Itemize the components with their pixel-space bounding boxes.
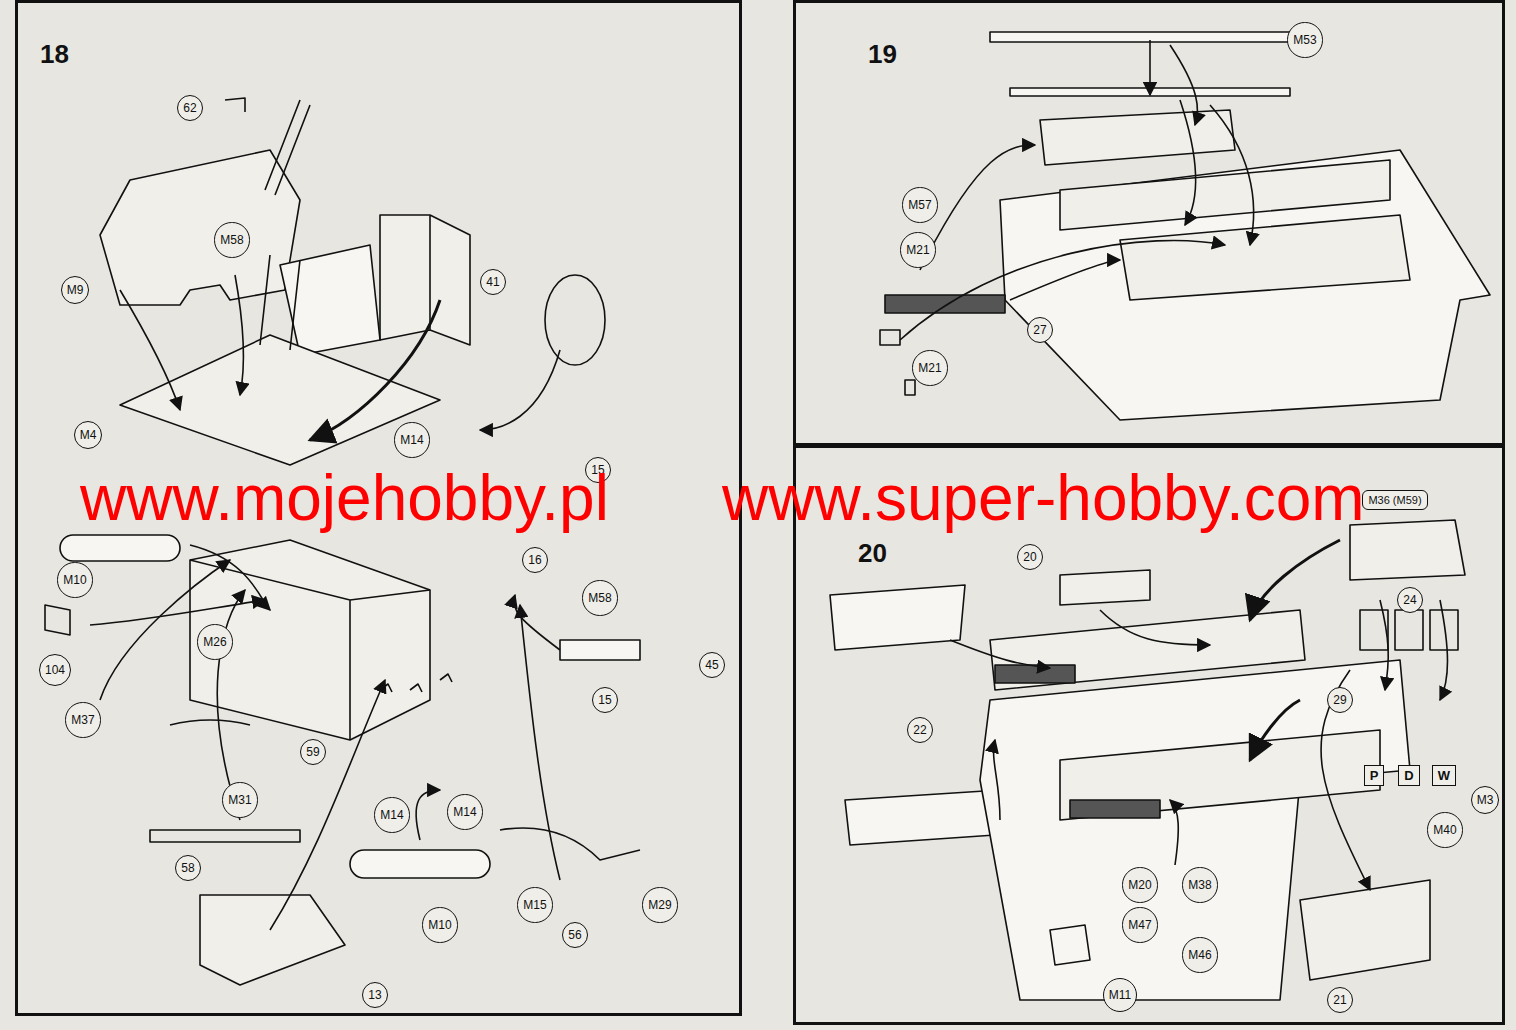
callout-number: M11 bbox=[1103, 978, 1137, 1012]
callout-number: M21 bbox=[900, 232, 935, 267]
step-number: 18 bbox=[40, 39, 69, 70]
callout-number: 15 bbox=[592, 687, 618, 713]
callout-number: M26 bbox=[197, 624, 232, 659]
decal-letter: P bbox=[1364, 765, 1385, 786]
step-number: 20 bbox=[858, 538, 887, 569]
callout-number: 62 bbox=[177, 95, 203, 121]
callout-number: M58 bbox=[214, 222, 249, 257]
callout-number: M47 bbox=[1122, 907, 1157, 942]
callout-number: M31 bbox=[222, 782, 257, 817]
callout-number: M3 bbox=[1471, 786, 1500, 815]
callout-number: M53 bbox=[1287, 22, 1322, 57]
callout-number: M38 bbox=[1182, 867, 1217, 902]
callout-number: 13 bbox=[362, 982, 388, 1008]
decal-letter: W bbox=[1432, 765, 1456, 786]
callout-number: 29 bbox=[1327, 687, 1353, 713]
callout-number: 21 bbox=[1327, 987, 1353, 1013]
callout-number: 16 bbox=[522, 547, 548, 573]
callout-number: M46 bbox=[1182, 937, 1217, 972]
callout-number: 24 bbox=[1397, 587, 1423, 613]
callout-number: 58 bbox=[175, 855, 201, 881]
callout-number: M40 bbox=[1427, 812, 1462, 847]
callout-number: 27 bbox=[1027, 317, 1053, 343]
callout-number: M57 bbox=[902, 187, 937, 222]
step-number: 19 bbox=[868, 39, 897, 70]
callout-number: M10 bbox=[422, 907, 457, 942]
step-panel: 19 bbox=[793, 0, 1505, 446]
callout-number: 56 bbox=[562, 922, 588, 948]
callout-number: M29 bbox=[642, 887, 677, 922]
callout-number: M14 bbox=[394, 422, 429, 457]
callout-number: 45 bbox=[699, 652, 725, 678]
watermark: www.mojehobby.pl bbox=[80, 466, 609, 530]
callout-number: 104 bbox=[39, 654, 71, 686]
callout-number: M37 bbox=[65, 702, 100, 737]
callout-number: M14 bbox=[447, 794, 482, 829]
callout-number: 41 bbox=[480, 269, 506, 295]
callout-number: M21 bbox=[912, 350, 947, 385]
watermark: www.super-hobby.com bbox=[722, 466, 1365, 530]
callout-number: M58 bbox=[582, 580, 617, 615]
callout-number: M10 bbox=[57, 562, 92, 597]
callout-number: M4 bbox=[74, 421, 103, 450]
callout-number: 59 bbox=[300, 739, 326, 765]
callout-number: M36 (M59) bbox=[1362, 490, 1427, 510]
callout-number: M15 bbox=[517, 887, 552, 922]
callout-number: 22 bbox=[907, 717, 933, 743]
callout-number: M9 bbox=[61, 276, 90, 305]
callout-number: 20 bbox=[1017, 544, 1043, 570]
callout-number: M14 bbox=[374, 797, 409, 832]
decal-letter: D bbox=[1398, 765, 1419, 786]
callout-number: M20 bbox=[1122, 867, 1157, 902]
